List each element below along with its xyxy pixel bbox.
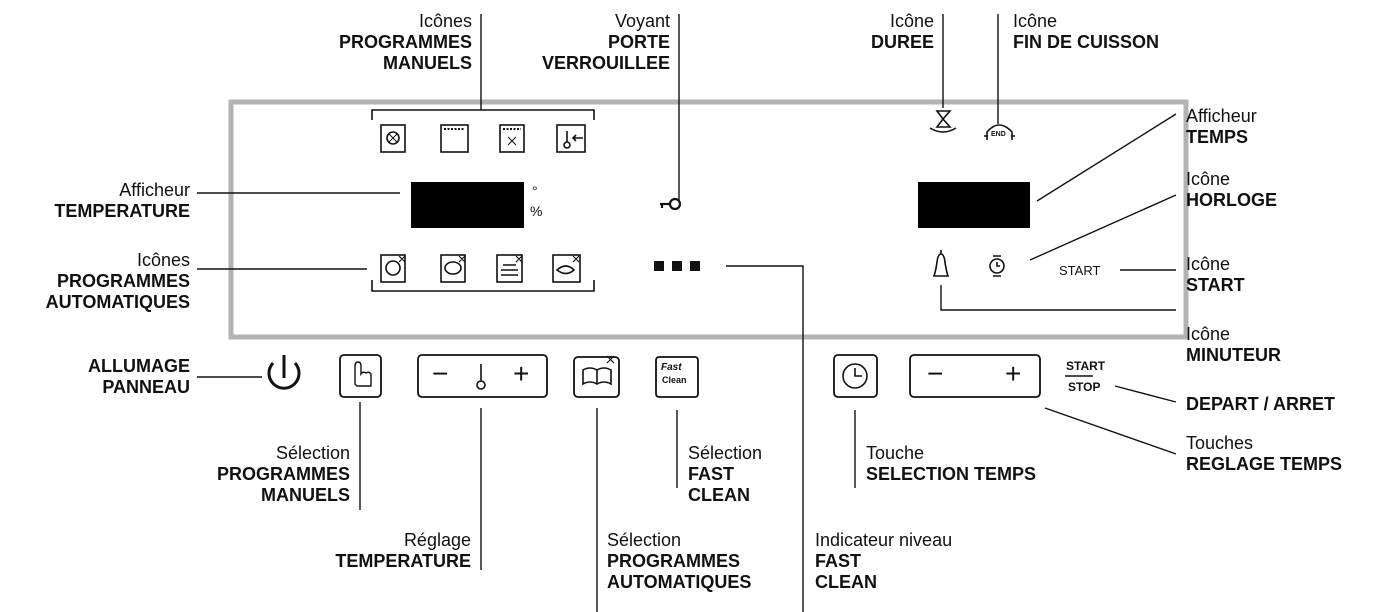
manual-program-icon-2 [440, 124, 469, 153]
label-touche-selection-temps: Touche SELECTION TEMPS [866, 443, 1037, 484]
label-icone-minuteur: Icône MINUTEUR [1186, 324, 1281, 365]
time-display [918, 182, 1030, 228]
clean-text: Clean [662, 375, 687, 385]
auto-program-icon-4 [552, 254, 581, 283]
time-plus[interactable]: + [1005, 358, 1022, 389]
manual-program-icons [380, 124, 586, 153]
thermometer-icon [476, 364, 486, 390]
book-icon [582, 355, 615, 386]
label-voyant-porte-verrouillee: Voyant PORTE VERROUILLEE [541, 11, 670, 73]
percent-symbol: % [530, 203, 543, 219]
label-icone-fin-de-cuisson: Icône FIN DE CUISSON [1013, 11, 1160, 52]
end-icon-text: END [991, 131, 1006, 138]
manual-program-icon-3 [499, 124, 525, 153]
power-icon [267, 355, 301, 390]
fast-text: Fast [661, 362, 682, 373]
label-icones-programmes-automatiques: Icônes PROGRAMMES AUTOMATIQUES [45, 250, 190, 312]
manual-program-icon-1 [380, 124, 406, 153]
clock-icon [842, 363, 868, 389]
time-adjust-button [909, 354, 1041, 398]
fast-clean-button [655, 356, 699, 398]
label-depart-arret: DEPART / ARRET [1186, 394, 1336, 414]
label-icone-horloge: Icône HORLOGE [1186, 169, 1278, 210]
label-icone-start: Icône START [1186, 254, 1245, 295]
temperature-minus[interactable]: − [432, 358, 449, 389]
label-selection-programmes-automatiques: Sélection PROGRAMMES AUTOMATIQUES [607, 530, 752, 592]
label-selection-fast-clean: Sélection FAST CLEAN [688, 443, 763, 505]
start-icon-text: START [1059, 263, 1101, 278]
label-reglage-temperature: Réglage TEMPERATURE [335, 530, 471, 571]
bracket-manual-programs [371, 109, 595, 120]
label-afficheur-temps: Afficheur TEMPS [1186, 106, 1257, 147]
time-select-button [833, 354, 878, 398]
label-icones-programmes-manuels: Icônes PROGRAMMES MANUELS [338, 11, 472, 73]
bracket-auto-programs [371, 280, 595, 292]
auto-program-icon-3 [496, 254, 523, 283]
auto-program-icon-1 [380, 254, 406, 283]
label-indicateur-niveau-fast-clean: Indicateur niveau FAST CLEAN [815, 530, 953, 592]
start-stop-bottom[interactable]: STOP [1068, 380, 1101, 394]
auto-program-icon-2 [440, 254, 466, 283]
time-minus[interactable]: − [927, 358, 944, 389]
panel-frame [228, 99, 1189, 340]
start-stop-top[interactable]: START [1066, 359, 1106, 373]
label-allumage-panneau: ALLUMAGE PANNEAU [88, 356, 190, 397]
auto-program-select-button [573, 356, 620, 398]
label-afficheur-temperature: Afficheur TEMPERATURE [54, 180, 190, 221]
degree-symbol: ° [532, 183, 538, 199]
hand-icon [354, 361, 372, 387]
watch-icon [989, 255, 1005, 277]
label-touches-reglage-temps: Touches REGLAGE TEMPS [1186, 433, 1343, 474]
manual-program-icon-4 [556, 124, 586, 153]
end-icon [984, 124, 1015, 140]
temperature-adjust-button [417, 354, 548, 398]
auto-program-icons [380, 254, 581, 283]
label-icone-duree: Icône DUREE [870, 11, 934, 52]
fast-clean-level-indicator [654, 261, 700, 271]
temperature-plus[interactable]: + [513, 358, 530, 389]
hourglass-icon [929, 110, 957, 133]
key-icon [660, 197, 682, 211]
temperature-display [411, 182, 524, 228]
manual-program-select-button [339, 354, 382, 398]
bell-icon [932, 250, 950, 277]
label-selection-programmes-manuels: Sélection PROGRAMMES MANUELS [216, 443, 350, 505]
